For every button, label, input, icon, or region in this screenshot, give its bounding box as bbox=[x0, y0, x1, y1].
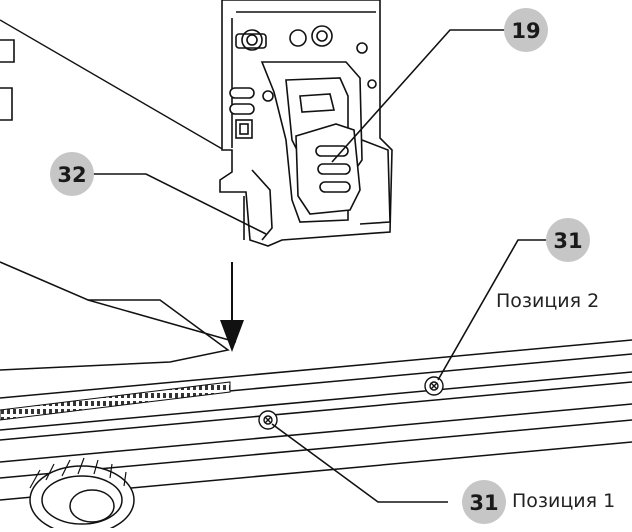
callout-19: 19 bbox=[504, 8, 548, 52]
svg-text:31: 31 bbox=[469, 491, 498, 515]
position-2-label: Позиция 2 bbox=[496, 290, 600, 312]
callout-32: 32 bbox=[50, 152, 94, 196]
svg-text:32: 32 bbox=[57, 163, 86, 187]
leader-19 bbox=[331, 29, 506, 163]
base-rail bbox=[0, 261, 632, 532]
leader-31-position-2 bbox=[437, 239, 550, 381]
svg-text:19: 19 bbox=[511, 19, 540, 43]
position-1-label: Позиция 1 bbox=[512, 490, 616, 512]
callout-31-position-2: 31 bbox=[546, 218, 590, 262]
leader-lines bbox=[92, 29, 550, 503]
adjustment-knob bbox=[29, 457, 135, 532]
callout-31-position-1: 31 bbox=[462, 480, 506, 524]
upper-bracket bbox=[0, 0, 393, 247]
svg-text:31: 31 bbox=[553, 229, 582, 253]
insert-direction-arrow bbox=[220, 262, 244, 352]
leader-31-position-1 bbox=[271, 423, 448, 503]
rail-screw-position-2 bbox=[424, 376, 444, 396]
leader-32 bbox=[92, 173, 267, 235]
